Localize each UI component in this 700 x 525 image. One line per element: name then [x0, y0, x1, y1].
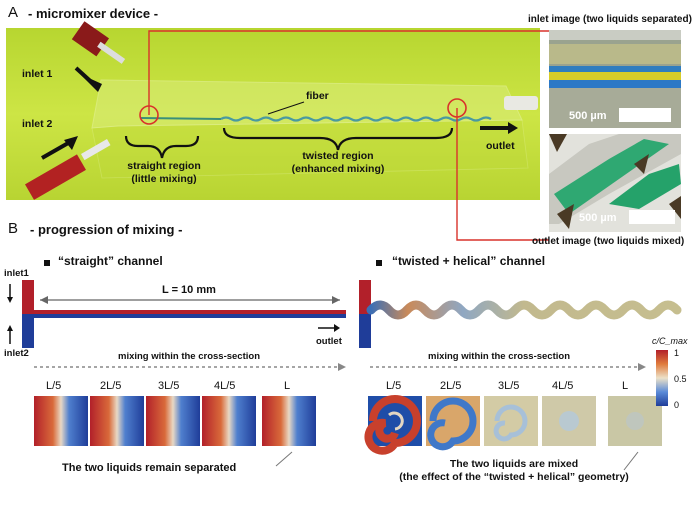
- twisted-channel-title: “twisted + helical” channel: [392, 254, 546, 268]
- straight-bullet: [44, 260, 50, 266]
- panel-b-letter: B: [8, 220, 19, 237]
- twisted-pos-4: 4L/5: [552, 380, 574, 392]
- twisted-pos-3: 3L/5: [498, 380, 520, 392]
- outlet-label-b: outlet: [316, 336, 342, 347]
- panel-a-letter: A: [8, 4, 19, 21]
- mixed-text: The two liquids are mixed (the effect of…: [399, 458, 629, 484]
- twisted-region-label: twisted region (enhanced mixing): [291, 150, 385, 176]
- colorbar-tick-05: 0.5: [674, 374, 687, 384]
- mixing-arrows: [34, 363, 646, 371]
- outlet-label-a: outlet: [486, 140, 515, 152]
- colorbar-tick-1: 1: [674, 348, 680, 358]
- device-photo: [6, 21, 540, 200]
- inlet1-label: inlet 1: [22, 68, 53, 80]
- outlet-image-graphic: [549, 134, 681, 232]
- panel-b-title: - progression of mixing -: [30, 222, 183, 237]
- colorbar-title: c/C_max: [652, 336, 688, 346]
- length-label: L = 10 mm: [162, 284, 216, 296]
- callout-lines: [148, 30, 549, 241]
- inlet-image-label: inlet image (two liquids separated): [528, 14, 692, 25]
- mixing-text-straight: mixing within the cross-section: [118, 351, 260, 362]
- separated-text: The two liquids remain separated: [62, 462, 237, 474]
- straight-cross-sections: [34, 396, 316, 467]
- mixing-text-twisted: mixing within the cross-section: [428, 351, 570, 362]
- inlet-scale-bar: [619, 108, 671, 122]
- inlet-image: 500 µm: [549, 30, 681, 128]
- straight-xs-4: [202, 396, 256, 446]
- outlet-scale-text: 500 µm: [579, 212, 617, 224]
- straight-xs-1: [34, 396, 88, 446]
- outlet-image: 500 µm: [549, 134, 681, 232]
- twisted-pos-5: L: [622, 380, 629, 392]
- inlet2-label-b: inlet2: [4, 348, 29, 359]
- inlet2-label: inlet 2: [22, 118, 53, 130]
- straight-channel-schematic: [7, 280, 346, 348]
- device-photo-graphic: [6, 21, 540, 200]
- straight-xs-5: [262, 396, 316, 446]
- straight-pos-2: 2L/5: [100, 380, 122, 392]
- twisted-cross-sections: [364, 395, 662, 471]
- inlet1-label-b: inlet1: [4, 268, 29, 279]
- outlet-image-label: outlet image (two liquids mixed): [532, 236, 685, 247]
- fiber-label: fiber: [306, 90, 329, 102]
- straight-pos-5: L: [284, 380, 291, 392]
- straight-region-label: straight region (little mixing): [127, 160, 201, 186]
- panel-a-title: - micromixer device -: [28, 6, 159, 21]
- twisted-pos-2: 2L/5: [440, 380, 462, 392]
- twisted-channel-schematic: [359, 280, 682, 348]
- straight-pos-1: L/5: [46, 380, 62, 392]
- straight-pos-3: 3L/5: [158, 380, 180, 392]
- twisted-bullet: [376, 260, 382, 266]
- outlet-scale-bar: [629, 210, 675, 224]
- inlet-scale-text: 500 µm: [569, 110, 607, 122]
- straight-xs-3: [146, 396, 200, 446]
- straight-pos-4: 4L/5: [214, 380, 236, 392]
- twisted-pos-1: L/5: [386, 380, 402, 392]
- straight-channel-title: “straight” channel: [58, 254, 163, 268]
- colorbar-tick-0: 0: [674, 400, 680, 410]
- colorbar: [656, 350, 668, 406]
- straight-xs-2: [90, 396, 144, 446]
